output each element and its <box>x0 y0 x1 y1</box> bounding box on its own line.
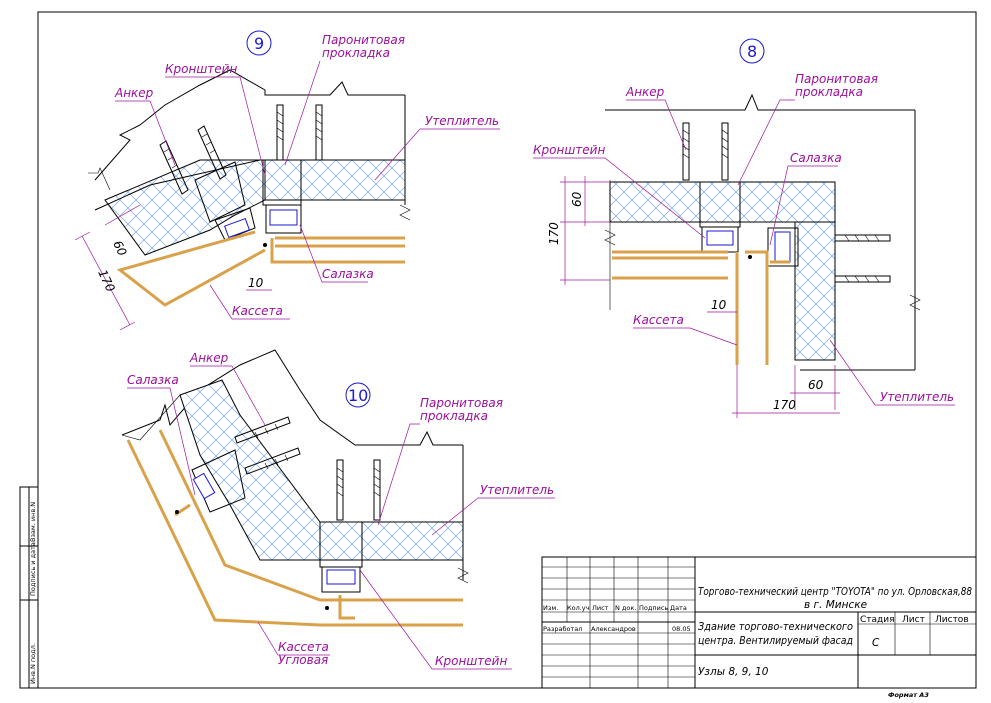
tb-format: Формат А3 <box>888 691 929 699</box>
n8-uteplitel-label: Утеплитель <box>880 390 954 404</box>
tb-razrab-role: Разработал <box>543 625 582 633</box>
n9-dim-170: 170 <box>95 267 118 294</box>
n9-dim-60: 60 <box>110 238 129 258</box>
n8-kasseta-label: Кассета <box>633 313 684 327</box>
n8-dim-170: 170 <box>547 222 561 245</box>
side-stamp-vzam: Взам. инв.N <box>29 502 37 542</box>
node-10-annotations: Анкер Салазка Паронитовая прокладка Утеп… <box>127 351 555 670</box>
n10-kasseta-label-1: Кассета <box>278 640 329 654</box>
n9-paronit-label-1: Паронитовая <box>322 33 405 47</box>
tb-building-line2: центра. Вентилируемый фасад <box>698 635 853 647</box>
side-stamp-podpis: Подпись и дата <box>29 542 37 596</box>
n10-salazka-label: Салазка <box>127 373 179 387</box>
tb-hdr-podpis: Подпись <box>639 604 668 612</box>
n8-dim-170-b: 170 <box>773 398 796 412</box>
n8-paronit-label-2: прокладка <box>795 85 863 99</box>
node-8-annotations: Паронитовая прокладка Анкер Кронштейн Са… <box>533 72 955 412</box>
tb-stadiya-label: Стадия <box>860 615 895 625</box>
n9-anker-label: Анкер <box>114 86 154 100</box>
side-stamp: Инв.N подл. Подпись и дата Взам. инв.N <box>29 502 37 684</box>
node-8-drawing <box>560 93 921 418</box>
tb-project-line1: Торгово-технический центр "TOYOTA" по ул… <box>698 586 972 598</box>
tb-list-label: Лист <box>902 615 925 625</box>
n9-kronshtein-label: Кронштейн <box>165 62 237 76</box>
sheet-frame <box>19 11 977 689</box>
tb-razrab-date: 08.05 <box>672 625 691 633</box>
n10-uteplitel-label: Утеплитель <box>480 483 554 497</box>
tb-building-line1: Здание торгово-технического <box>698 621 853 633</box>
n9-paronit-label-2: прокладка <box>322 46 390 60</box>
node-number-8: 8 <box>747 42 757 61</box>
n10-kasseta-label-2: Угловая <box>278 653 328 667</box>
tb-hdr-koluch: Кол.уч <box>567 604 590 612</box>
n10-anker-label: Анкер <box>189 351 229 365</box>
node-number-9: 9 <box>254 34 264 53</box>
n9-salazka-label: Салазка <box>322 267 374 281</box>
tb-stadiya-value: С <box>872 637 880 649</box>
n9-uteplitel-label: Утеплитель <box>425 114 499 128</box>
n9-kasseta-label: Кассета <box>232 304 283 318</box>
tb-razrab-name: Александров <box>591 625 636 633</box>
n10-kronshtein-label: Кронштейн <box>435 654 507 668</box>
tb-sheet-title: Узлы 8, 9, 10 <box>698 666 769 678</box>
node-9-drawing <box>74 69 411 331</box>
title-block-text: Изм. Кол.уч Лист N док. Подпись Дата Раз… <box>543 586 972 699</box>
n10-paronit-label-2: прокладка <box>420 409 488 423</box>
n8-dim-10: 10 <box>711 298 727 312</box>
tb-project-line2: в г. Минске <box>804 599 867 611</box>
n8-dim-60-b: 60 <box>808 378 824 392</box>
n8-salazka-label: Салазка <box>790 151 842 165</box>
n8-dim-60: 60 <box>570 191 584 207</box>
side-stamp-inv-podl: Инв.N подл. <box>29 643 37 684</box>
n8-kronshtein-label: Кронштейн <box>533 143 605 157</box>
tb-hdr-izm: Изм. <box>543 604 558 612</box>
n9-dim-10: 10 <box>248 276 264 290</box>
tb-hdr-ndok: N док. <box>615 604 636 612</box>
n8-anker-label: Анкер <box>625 85 665 99</box>
node-9-annotations: Паронитовая прокладка Кронштейн Анкер Ут… <box>95 33 500 320</box>
n10-paronit-label-1: Паронитовая <box>420 396 503 410</box>
tb-hdr-data: Дата <box>670 604 687 612</box>
node-number-10: 10 <box>348 386 368 405</box>
tb-hdr-list: Лист <box>592 604 609 612</box>
tb-listov-label: Листов <box>935 615 969 625</box>
title-block <box>541 556 977 689</box>
n8-paronit-label-1: Паронитовая <box>795 72 878 86</box>
node-10-drawing <box>121 349 469 627</box>
